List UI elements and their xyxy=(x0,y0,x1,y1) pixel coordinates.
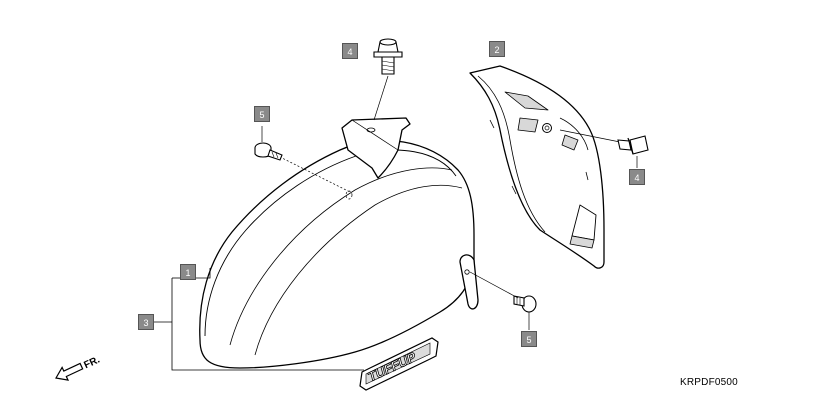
callout-5-top: 5 xyxy=(254,106,270,122)
callout-4-right: 4 xyxy=(629,169,645,185)
front-indicator: FR. xyxy=(82,354,101,371)
inner-fender-outline xyxy=(469,65,605,269)
callout-3: 3 xyxy=(138,314,154,330)
inner-fender-rim xyxy=(477,75,546,233)
front-fender xyxy=(199,117,479,369)
diagram-code: KRPDF0500 xyxy=(680,377,738,388)
front-arrow-icon: FR. xyxy=(55,354,102,381)
leader-lines xyxy=(154,268,364,371)
inner-fender xyxy=(469,65,621,269)
flange-bolt-right xyxy=(617,135,649,168)
fender-top-mount xyxy=(341,117,411,179)
fender-side-stay xyxy=(459,254,479,310)
callout-4-top: 4 xyxy=(342,43,358,59)
fender-outline xyxy=(199,139,475,369)
fender-crease-1 xyxy=(229,167,453,346)
fender-crease-2 xyxy=(254,184,463,356)
callout-5-bottom: 5 xyxy=(521,331,537,347)
fender-inner-rim xyxy=(204,149,457,337)
screw-bottom xyxy=(469,271,537,330)
callout-1: 1 xyxy=(180,264,196,280)
callout-2: 2 xyxy=(489,41,505,57)
flange-bolt-top xyxy=(373,38,403,121)
screw-top-left xyxy=(254,126,283,161)
